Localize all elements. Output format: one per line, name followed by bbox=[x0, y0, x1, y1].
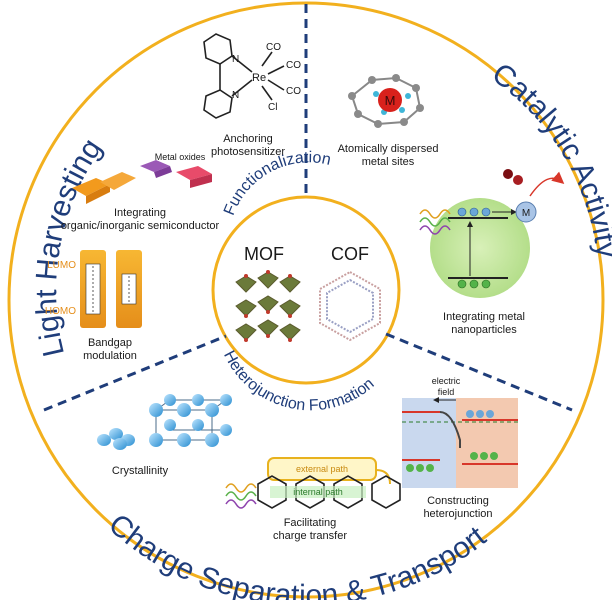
atom-n1: N bbox=[232, 54, 239, 65]
ligand-co2: CO bbox=[286, 60, 301, 71]
label-atomically-1: Atomically dispersed bbox=[338, 143, 439, 155]
metal-site-structure bbox=[348, 74, 424, 128]
label-integrating-metal-2: nanoparticles bbox=[451, 324, 517, 336]
inner-ring bbox=[211, 195, 401, 385]
re-complex bbox=[203, 33, 285, 119]
cof-structure bbox=[319, 270, 381, 342]
outer-ring bbox=[7, 1, 605, 599]
divider-left bbox=[43, 334, 227, 412]
label-constructing-1: Constructing bbox=[427, 495, 489, 507]
bandgap-bars bbox=[80, 250, 142, 328]
label-anchoring-2: photosensitizer bbox=[211, 146, 285, 158]
mof-title: MOF bbox=[244, 244, 284, 264]
ligand-co1: CO bbox=[266, 42, 281, 53]
label-internal-path: internal path bbox=[293, 487, 343, 497]
label-atomically-2: metal sites bbox=[362, 156, 415, 168]
charge-transfer-diagram bbox=[225, 457, 401, 509]
label-facilitating-2: charge transfer bbox=[273, 530, 347, 542]
label-bandgap-1: Bandgap bbox=[88, 337, 132, 349]
label-electric-field-2: field bbox=[438, 387, 455, 397]
label-lumo: LUMO bbox=[47, 260, 76, 271]
label-bandgap-2: modulation bbox=[83, 350, 137, 362]
label-metal-oxides: Metal oxides bbox=[155, 152, 206, 162]
label-constructing-2: heterojunction bbox=[423, 508, 492, 520]
label-external-path: external path bbox=[296, 464, 348, 474]
divider-right bbox=[385, 332, 573, 412]
atom-n2: N bbox=[232, 90, 239, 101]
label-integrating-metal-1: Integrating metal bbox=[443, 311, 525, 323]
cof-title: COF bbox=[331, 244, 369, 264]
label-anchoring-1: Anchoring bbox=[223, 133, 273, 145]
label-metal-in-particle: M bbox=[522, 208, 530, 219]
label-crystallinity: Crystallinity bbox=[112, 465, 169, 477]
crystal-lattice bbox=[97, 394, 232, 450]
inner-functionalization: Functionalization bbox=[221, 149, 332, 218]
label-integrating-semi-2: organic/inorganic semiconductor bbox=[61, 220, 220, 232]
label-electric-field-1: electric bbox=[432, 376, 461, 386]
metal-oxide-blocks bbox=[72, 160, 212, 204]
label-facilitating-1: Facilitating bbox=[284, 517, 337, 529]
nanoparticle-diagram bbox=[419, 169, 565, 298]
mof-structure bbox=[235, 270, 301, 342]
label-metal-m: M bbox=[385, 93, 396, 108]
ligand-cl: Cl bbox=[268, 102, 277, 113]
atom-re: Re bbox=[252, 72, 266, 84]
label-homo: HOMO bbox=[45, 306, 76, 317]
heterojunction-diagram bbox=[402, 397, 518, 488]
ligand-co3: CO bbox=[286, 86, 301, 97]
label-integrating-semi-1: Integrating bbox=[114, 207, 166, 219]
